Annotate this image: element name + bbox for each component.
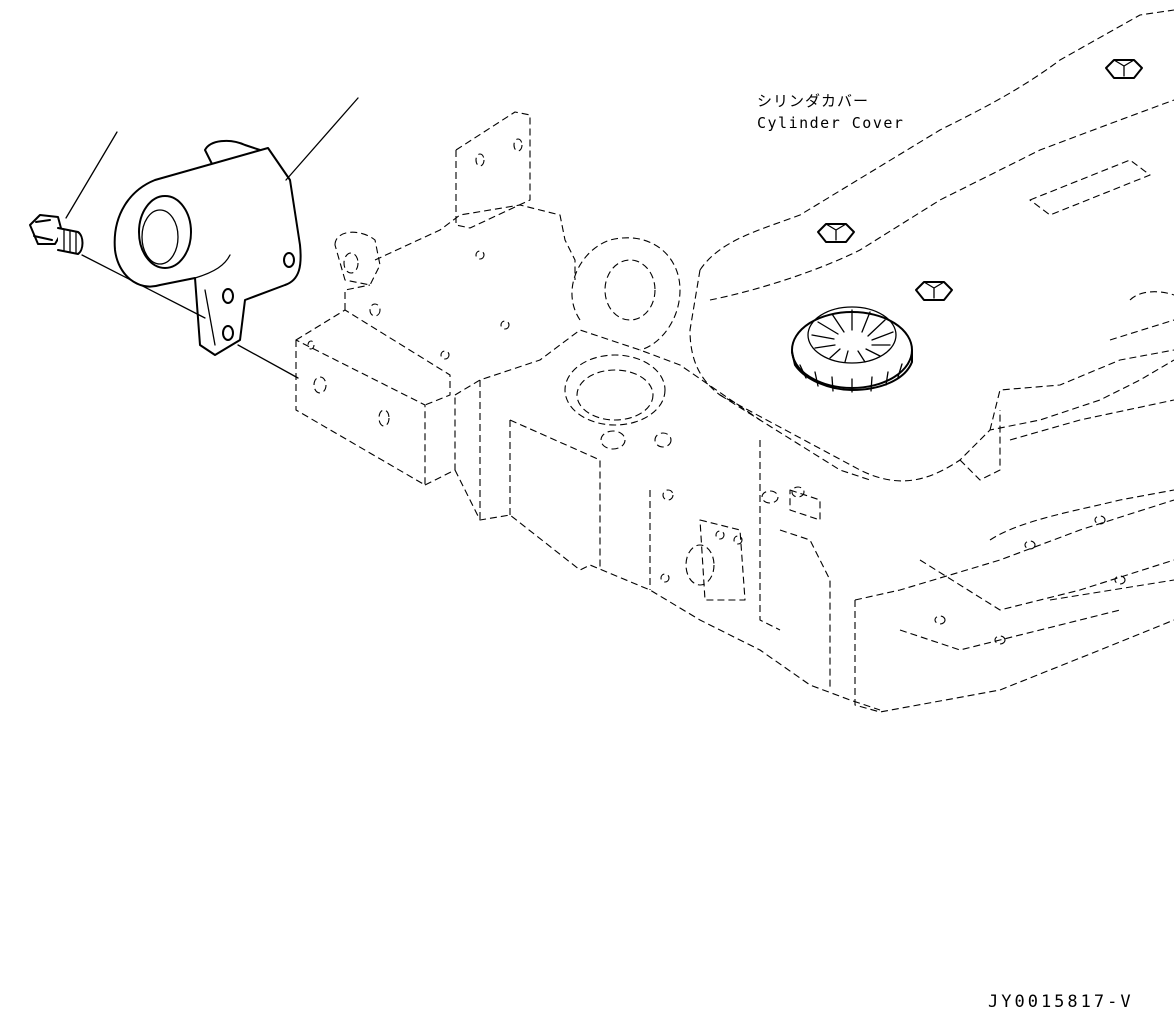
drawing-number: JY0015817-V [988, 992, 1134, 1012]
cover-bolts [817, 59, 1143, 301]
oil-filler-cap [791, 306, 913, 393]
cylinder-cover-label-en: Cylinder Cover [757, 114, 905, 132]
flange-bolt [29, 214, 84, 255]
cylinder-cover-phantom [689, 9, 1174, 482]
engine-block-phantom [295, 111, 1174, 713]
cylinder-cover-label-jp: シリンダカバー [757, 92, 870, 110]
leader-lines [65, 97, 359, 379]
lifting-bracket [113, 139, 302, 356]
